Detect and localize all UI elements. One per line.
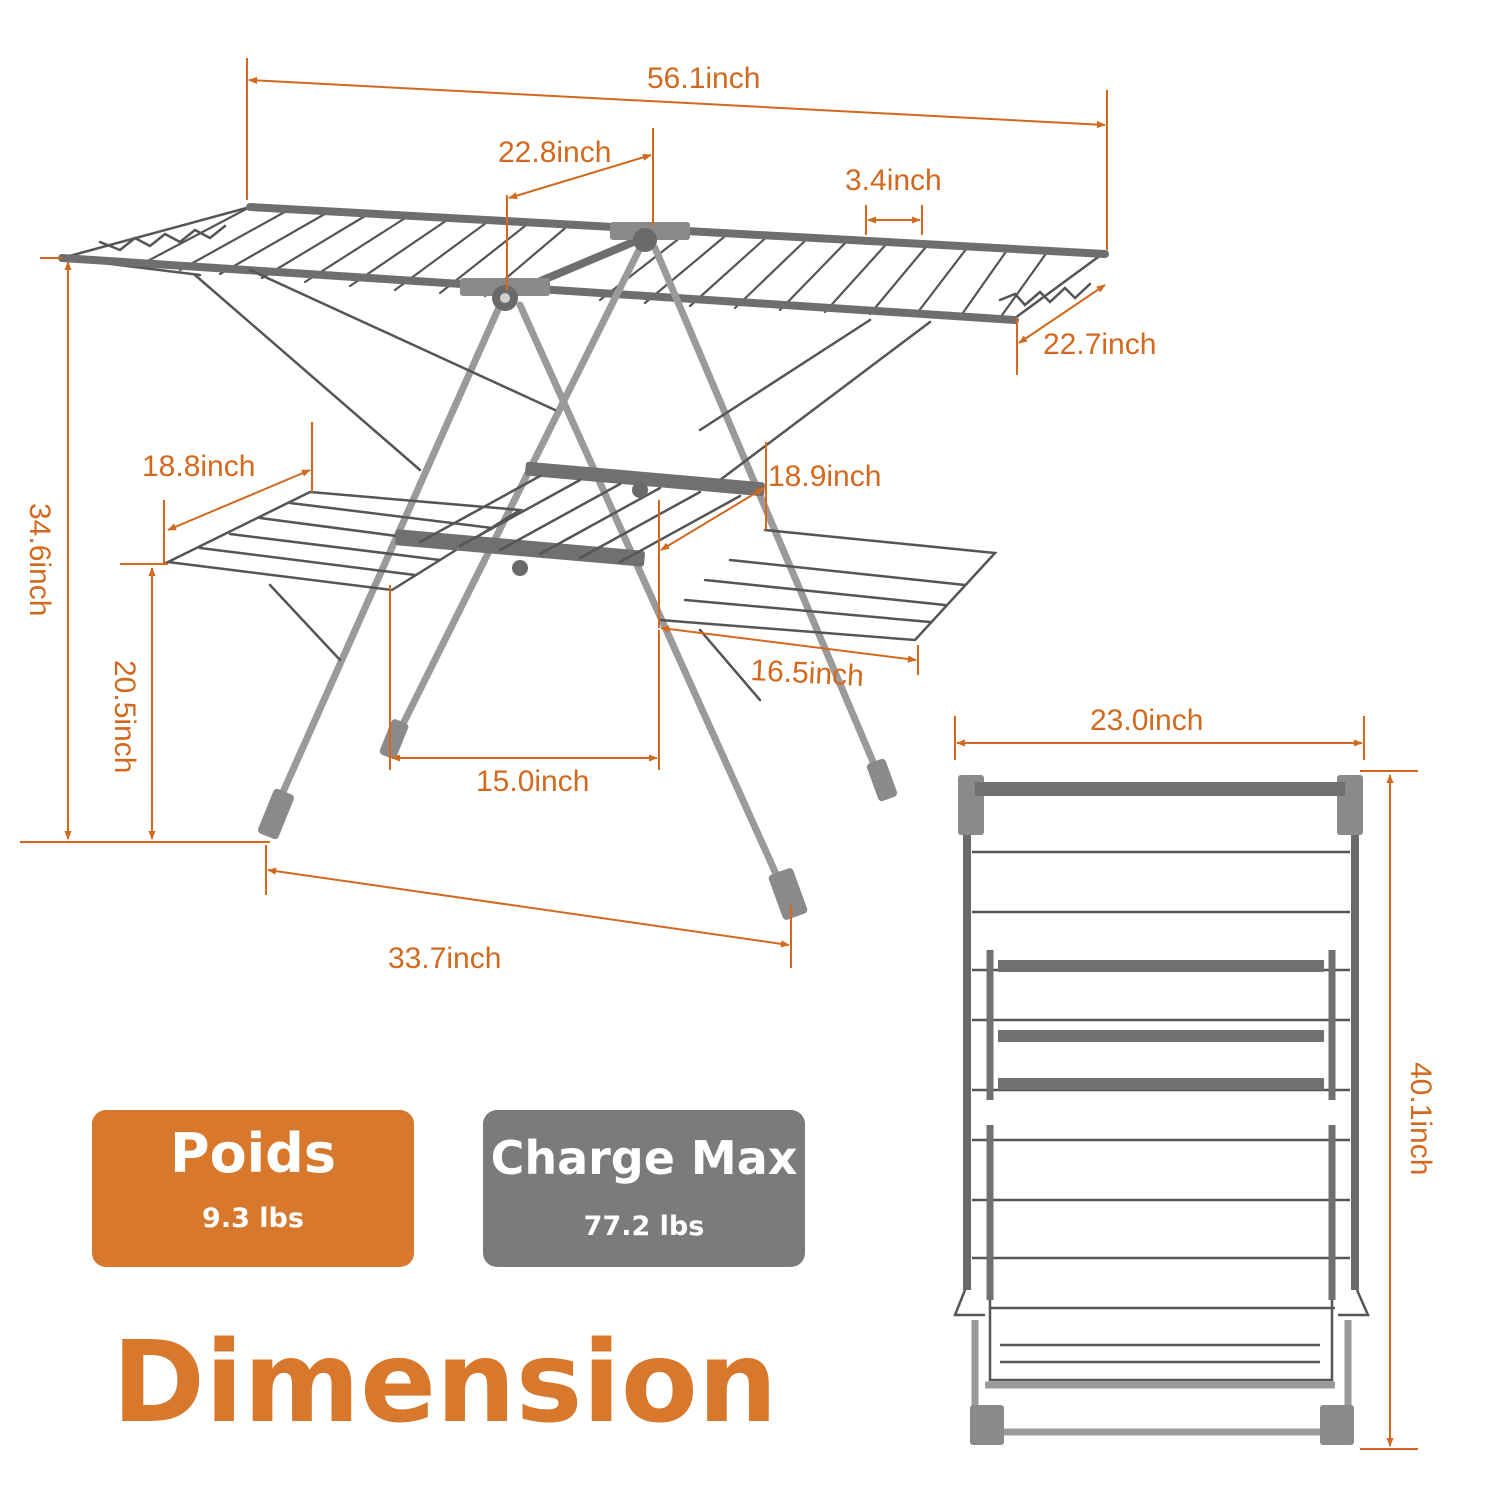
dim-22-8 <box>508 153 652 200</box>
dim-18-9 <box>660 487 765 551</box>
label-right-shelf-depth: 18.9inch <box>768 460 881 493</box>
label-top-depth: 22.7inch <box>1043 328 1156 361</box>
label-total-width: 56.1inch <box>647 62 760 95</box>
wing-support-arms <box>193 268 932 702</box>
drying-rack-folded <box>953 775 1370 1445</box>
leg-feet <box>258 719 898 920</box>
label-total-height: 34.6inch <box>23 503 56 616</box>
label-folded-height: 40.1inch <box>1404 1062 1437 1175</box>
page-title: Dimension <box>112 1318 778 1448</box>
a-frame-legs <box>271 244 889 909</box>
max-load-value: 77.2 lbs <box>583 1211 705 1242</box>
label-folded-width: 23.0inch <box>1090 704 1203 737</box>
top-rods <box>138 205 1052 320</box>
weight-card: Poids 9.3 lbs <box>92 1110 414 1267</box>
label-base-width: 33.7inch <box>388 942 501 975</box>
weight-label: Poids <box>170 1122 336 1185</box>
drying-rack-open <box>58 203 1109 920</box>
center-shelf <box>395 461 765 576</box>
dim-16-5 <box>660 625 917 663</box>
dimension-lines <box>20 58 1418 1450</box>
dim-33-7 <box>267 867 790 948</box>
label-left-shelf: 18.8inch <box>142 450 255 483</box>
label-rod-spacing: 3.4inch <box>845 164 942 197</box>
dimension-labels: 56.1inch 22.8inch 3.4inch 22.7inch 34.6i… <box>23 62 1437 1175</box>
dim-22-7 <box>1018 284 1106 344</box>
max-load-card: Charge Max 77.2 lbs <box>483 1110 805 1267</box>
right-lower-shelf <box>658 528 998 642</box>
label-center-width: 22.8inch <box>498 136 611 169</box>
label-right-shelf: 16.5inch <box>750 654 865 693</box>
label-shelf-height: 20.5inch <box>108 660 141 773</box>
hinges <box>460 222 690 311</box>
dim-56-1 <box>248 76 1106 129</box>
dim-18-8 <box>167 469 311 531</box>
label-inner-width: 15.0inch <box>476 765 589 798</box>
weight-value: 9.3 lbs <box>202 1203 304 1234</box>
max-load-label: Charge Max <box>490 1131 798 1185</box>
